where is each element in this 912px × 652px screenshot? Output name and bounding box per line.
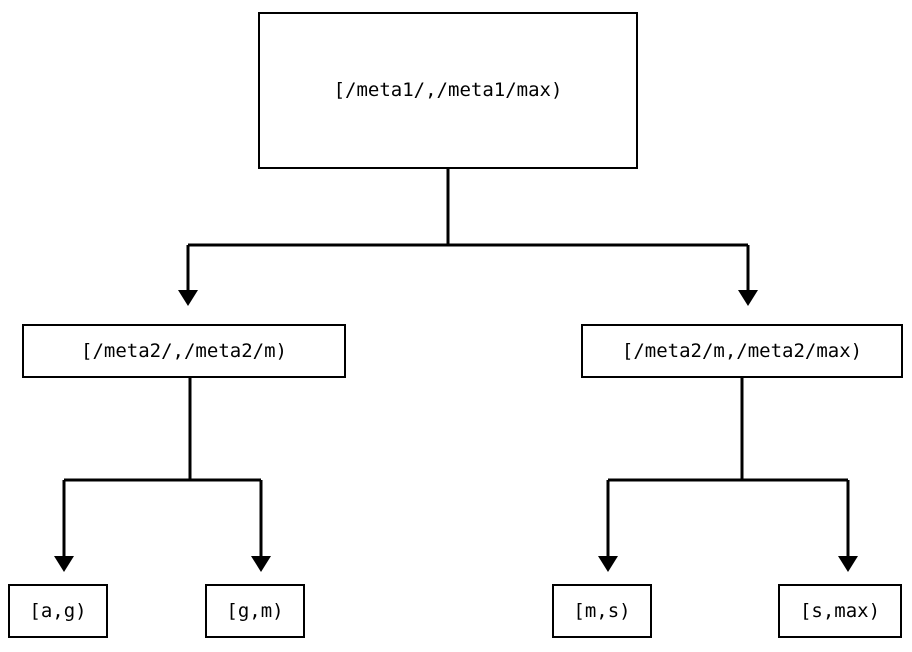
tree-node-meta2-upper-label: [/meta2/m,/meta2/max): [621, 339, 863, 362]
edge-root-to-level2: [178, 169, 758, 306]
tree-node-meta2-lower-label: [/meta2/,/meta2/m): [81, 339, 287, 362]
tree-node-root[interactable]: [/meta1/,/meta1/max): [258, 12, 638, 169]
tree-leaf-a-g-label: [a,g): [29, 599, 87, 622]
arrowhead-to-leaf-smax: [838, 556, 858, 572]
edge-l2right-to-leaves: [598, 378, 858, 572]
arrowhead-to-l2-left: [178, 290, 198, 306]
edge-l2left-to-leaves: [54, 378, 271, 572]
arrowhead-to-l2-right: [738, 290, 758, 306]
tree-leaf-m-s[interactable]: [m,s): [552, 584, 652, 638]
tree-leaf-g-m[interactable]: [g,m): [205, 584, 305, 638]
arrowhead-to-leaf-gm: [251, 556, 271, 572]
tree-node-meta2-upper[interactable]: [/meta2/m,/meta2/max): [581, 324, 903, 378]
tree-leaf-s-max[interactable]: [s,max): [778, 584, 902, 638]
tree-leaf-g-m-label: [g,m): [226, 599, 284, 622]
tree-node-meta2-lower[interactable]: [/meta2/,/meta2/m): [22, 324, 346, 378]
tree-leaf-a-g[interactable]: [a,g): [8, 584, 108, 638]
tree-leaf-s-max-label: [s,max): [799, 599, 881, 622]
tree-node-root-label: [/meta1/,/meta1/max): [333, 79, 563, 101]
arrowhead-to-leaf-ag: [54, 556, 74, 572]
tree-leaf-m-s-label: [m,s): [573, 599, 631, 622]
arrowhead-to-leaf-ms: [598, 556, 618, 572]
